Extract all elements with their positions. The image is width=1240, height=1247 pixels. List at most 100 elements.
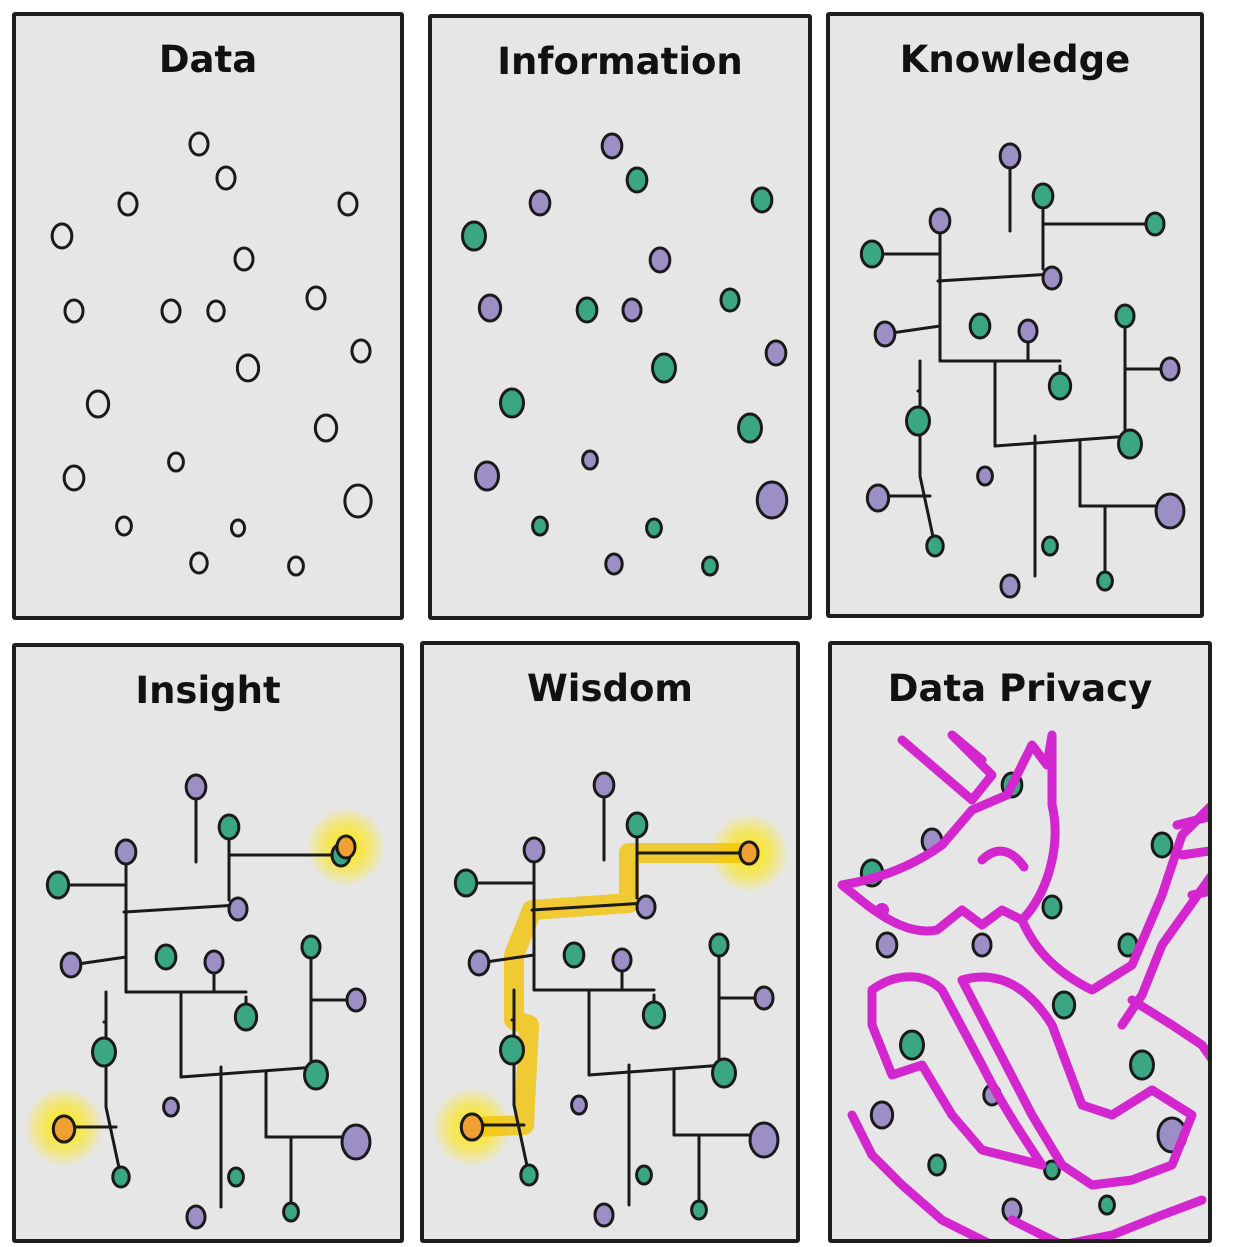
node-dot [755,480,789,520]
node-dot [459,1112,485,1142]
node-dot [1041,894,1063,920]
node-dot [474,460,500,492]
node-dot [1114,303,1136,329]
node-dot [925,534,945,558]
node-dot [604,552,624,576]
node-dot [305,285,327,311]
node-dot [562,941,586,969]
dragon-horn [897,730,997,805]
panel-insight: Insight [12,643,404,1243]
node-dot [215,165,237,191]
node-dot [185,1204,207,1230]
node-dot [968,312,992,340]
panel-title: Data Privacy [887,667,1153,710]
privacy-network [837,730,1208,1239]
node-link [104,1105,123,1179]
node-dot [1051,990,1077,1020]
node-dot [748,1121,780,1159]
node-dot [873,320,897,348]
node-dot [641,1000,667,1030]
node-dot [300,934,322,960]
panel-title: Insight [135,669,281,712]
node-dot [1017,318,1039,344]
node-dot [528,189,552,217]
node-dot [651,352,677,384]
node-dot [1159,356,1181,382]
node-dot [999,573,1021,599]
wisdom-network [432,771,789,1228]
node-dot [50,222,74,250]
node-dot [635,894,657,920]
node-dot [927,1153,947,1177]
node-dot [875,931,899,959]
information-dots [461,132,789,577]
node-dot [45,870,71,900]
node-dot [345,987,367,1013]
node-link [936,272,1054,283]
node-dot [611,947,633,973]
node-link [179,1065,318,1079]
node-dot [162,1096,180,1118]
node-dot [737,412,763,444]
node-dot [59,951,83,979]
node-dot [167,451,185,473]
node-dot [1098,1194,1116,1216]
node-dot [477,293,503,323]
node-dot [905,405,931,437]
node-dot [708,932,730,958]
node-dot [531,515,549,537]
node-dot [753,985,775,1011]
node-dot [343,483,373,519]
node-dot [1041,535,1059,557]
node-dot [635,1164,653,1186]
node-dot [350,338,372,364]
node-dot [1031,182,1055,210]
node-dot [154,943,178,971]
panel-information: Information [428,14,812,620]
node-dot [1047,371,1073,401]
node-link [993,434,1132,448]
dragon-wing [1172,812,1208,900]
dragon-claw [1127,995,1208,1062]
node-dot [976,465,994,487]
panel-knowledge: Knowledge [826,12,1204,618]
node-dot [645,517,663,539]
node-dot [519,1163,539,1187]
node-dot [85,389,111,419]
node-link [512,1103,531,1177]
node-dot [188,131,210,157]
dragon-leg [867,972,1047,1170]
panel-wisdom: Wisdom [420,641,800,1243]
panel-data-privacy: Data Privacy [828,641,1212,1243]
node-dot [1129,1049,1155,1081]
node-dot [859,239,885,269]
node-dot [690,1199,708,1221]
panel-title: Knowledge [899,38,1131,81]
wisdom-path [462,843,759,1137]
dragon-back [1117,872,1208,1030]
node-dot [111,1165,131,1189]
node-dot [313,413,339,443]
node-dot [764,339,788,367]
node-dot [51,1114,77,1144]
dragon-tail [847,1110,991,1239]
node-dot [227,896,249,922]
node-dot [467,949,491,977]
node-link [918,474,937,548]
dragon-claw [1007,1195,1207,1239]
node-dot [971,932,993,958]
node-dot [233,246,255,272]
node-dot [235,353,261,383]
node-dot [206,299,226,323]
node-dot [711,1057,737,1089]
node-dot [217,813,241,841]
node-dot [453,868,479,898]
node-dot [1150,831,1174,859]
node-dot [600,132,624,160]
node-dot [114,838,138,866]
node-dot [1117,428,1143,460]
node-dot [303,1059,329,1091]
node-dot [625,811,649,839]
node-dot [62,464,86,492]
node-dot [499,387,525,419]
